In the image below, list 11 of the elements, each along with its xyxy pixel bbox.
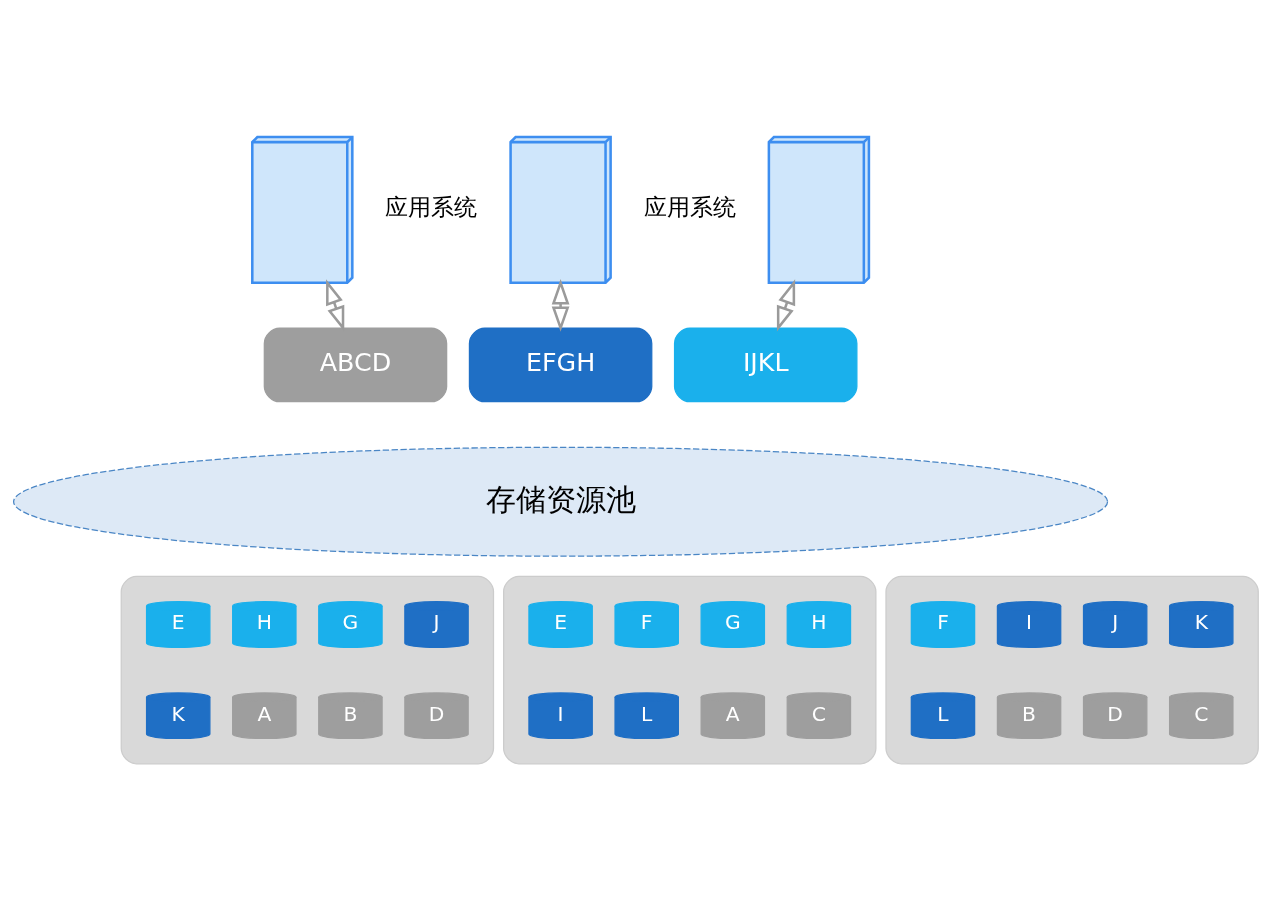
cluster	[885, 575, 1259, 764]
label: 应用系统	[385, 193, 478, 220]
node-box: EFGH	[468, 327, 653, 402]
label: 应用系统	[643, 193, 736, 220]
node-box: IJKL	[673, 327, 858, 402]
arrow	[776, 278, 796, 332]
node-box: ABCD	[263, 327, 448, 402]
cluster	[120, 575, 495, 764]
arrow	[551, 278, 570, 332]
cluster	[503, 575, 877, 764]
node-ellipse: 存储资源池	[13, 446, 1109, 557]
